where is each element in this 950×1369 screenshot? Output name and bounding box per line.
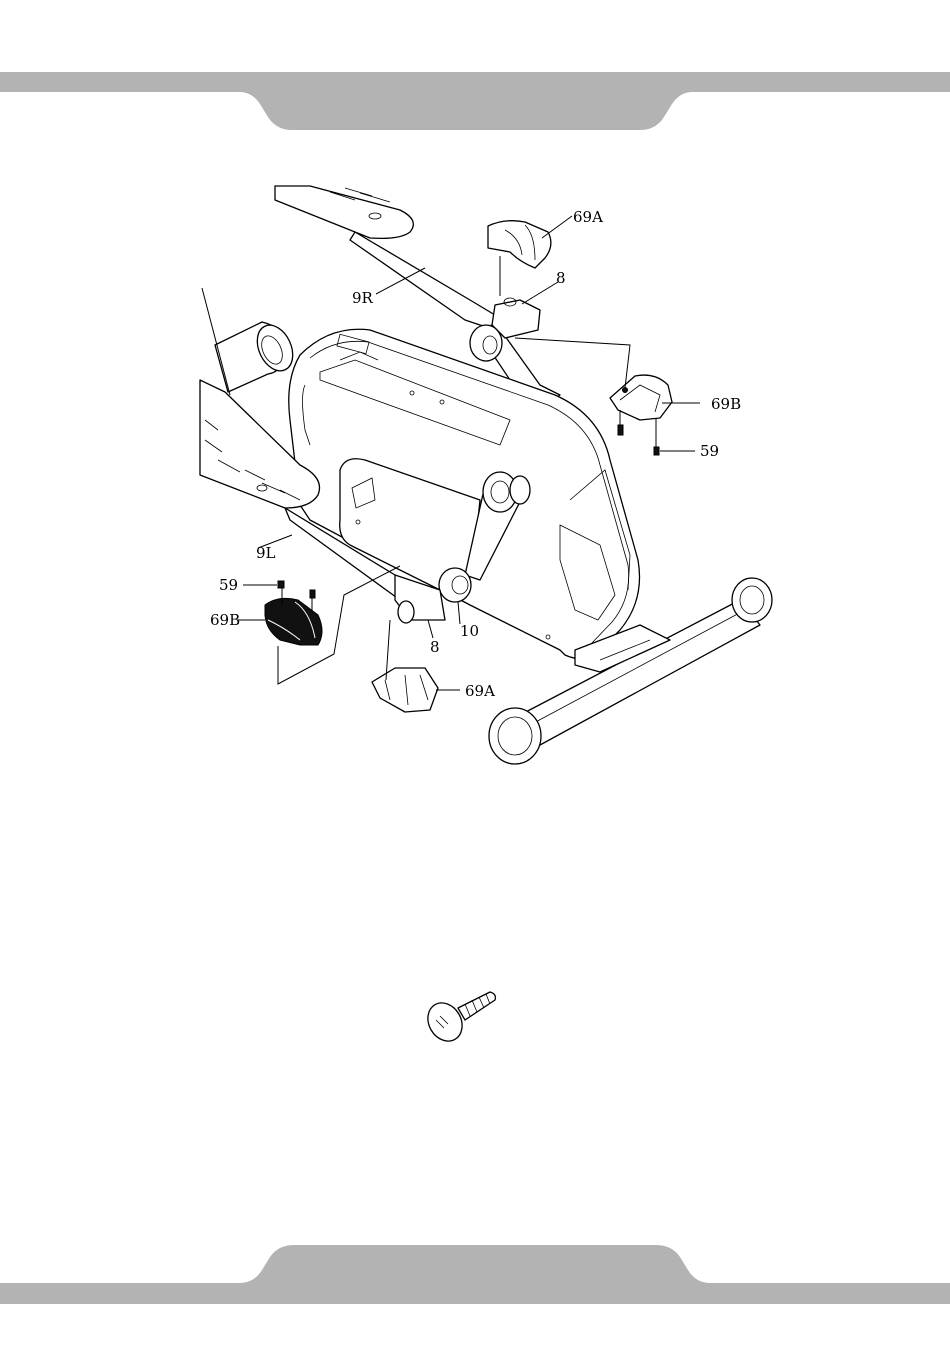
part-69B-left <box>265 598 322 645</box>
callout-10: 10 <box>460 622 479 640</box>
callout-69B-left: 69B <box>210 611 240 629</box>
footer-band <box>0 1245 950 1304</box>
screw-59-right <box>618 425 659 455</box>
callout-9R: 9R <box>352 289 374 307</box>
part-69A-bottom <box>372 668 438 712</box>
callout-69A-bottom: 69A <box>465 682 495 700</box>
callout-69A-top: 69A <box>573 208 603 226</box>
screw-icon <box>421 992 495 1047</box>
screw-59-left <box>278 581 315 598</box>
callout-8-bottom: 8 <box>430 638 440 656</box>
callout-8-top: 8 <box>556 269 566 287</box>
callout-9L: 9L <box>256 544 276 562</box>
part-69A-top <box>488 221 551 268</box>
callout-69B-right: 69B <box>711 395 741 413</box>
assembly-diagram: 69A 8 9R 69B 59 9L 59 69B 10 8 69A <box>200 186 772 764</box>
part-69B-right <box>610 375 672 420</box>
handle-tube <box>215 319 300 392</box>
callout-59-right: 59 <box>700 442 719 460</box>
header-band <box>0 72 950 130</box>
callout-59-left: 59 <box>219 576 238 594</box>
